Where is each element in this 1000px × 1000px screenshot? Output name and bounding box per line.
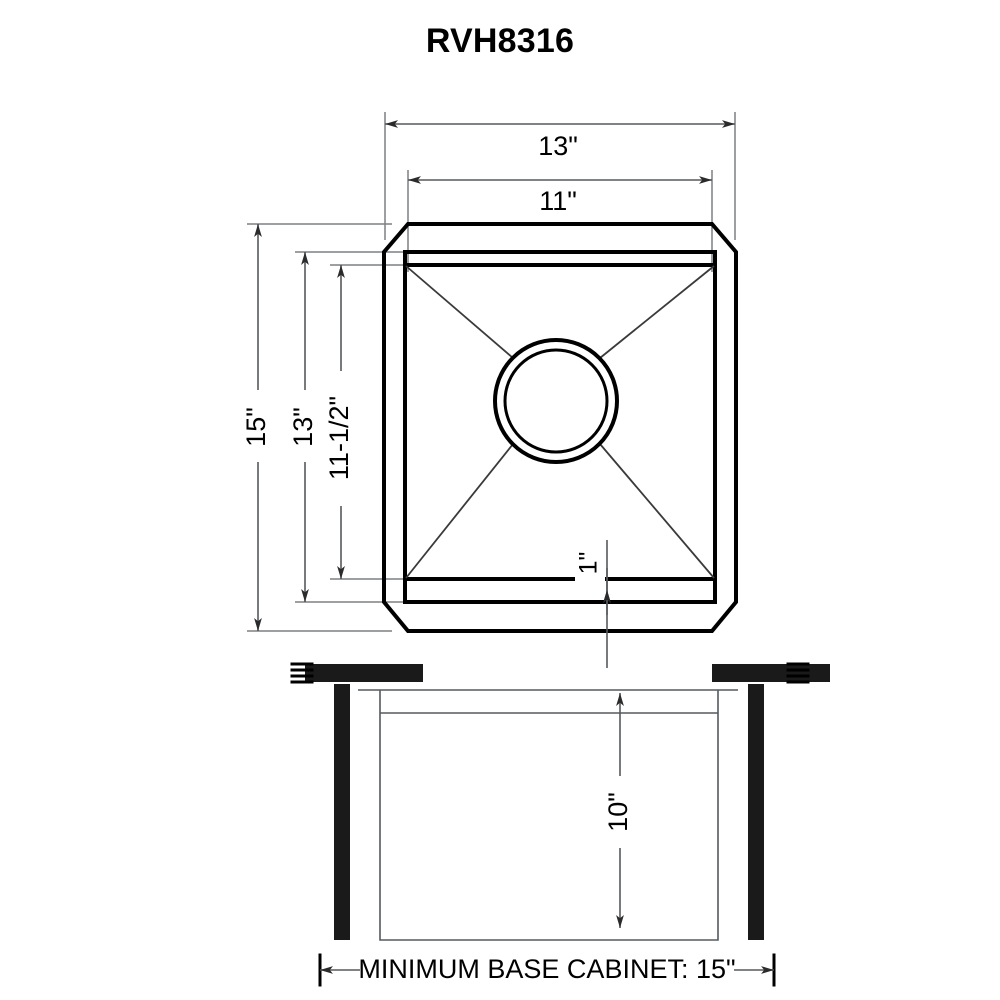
drain-inner-ring xyxy=(503,348,609,454)
dim-bowl-depth: 10" xyxy=(603,693,636,928)
dim-inner-bowl-length: 11-1/2" xyxy=(324,265,357,579)
sink-basin-inner xyxy=(403,263,717,581)
dim-bowl-width: 11" xyxy=(408,176,712,217)
break-marks-left xyxy=(290,662,314,684)
sink-outer-body xyxy=(382,222,738,633)
dim-overall-length-label: 15" xyxy=(241,407,271,447)
dim-bowl-length-label: 13" xyxy=(288,407,318,447)
basin-slope-lines xyxy=(405,265,715,579)
dim-overall-width: 13" xyxy=(385,120,735,162)
page-title: RVH8316 xyxy=(426,22,574,60)
dim-minimum-base-cabinet: MINIMUM BASE CABINET: 15" xyxy=(318,953,776,987)
dim-bowl-depth-label: 10" xyxy=(603,792,633,832)
countertop-right xyxy=(712,664,830,682)
dim-inner-bowl-length-label: 11-1/2" xyxy=(324,396,354,480)
dim-rim-width: 1" xyxy=(575,540,611,668)
dim-rim-width-label: 1" xyxy=(575,552,603,575)
sink-section-outline xyxy=(358,689,738,941)
drain-outer-ring xyxy=(493,338,619,464)
dim-bowl-length: 13" xyxy=(288,252,321,602)
dim-overall-width-label: 13" xyxy=(538,131,578,161)
cabinet-wall-right xyxy=(748,684,764,940)
break-marks-right xyxy=(786,662,810,684)
dim-bowl-width-label: 11" xyxy=(539,186,577,216)
cabinet-caption-label: MINIMUM BASE CABINET: 15" xyxy=(358,954,735,984)
left-dimension-extension-lines xyxy=(247,223,412,632)
top-dimension-extension-lines xyxy=(384,112,736,272)
countertop-left xyxy=(305,664,423,682)
dim-overall-length: 15" xyxy=(241,224,274,631)
cabinet-wall-left xyxy=(334,684,350,940)
